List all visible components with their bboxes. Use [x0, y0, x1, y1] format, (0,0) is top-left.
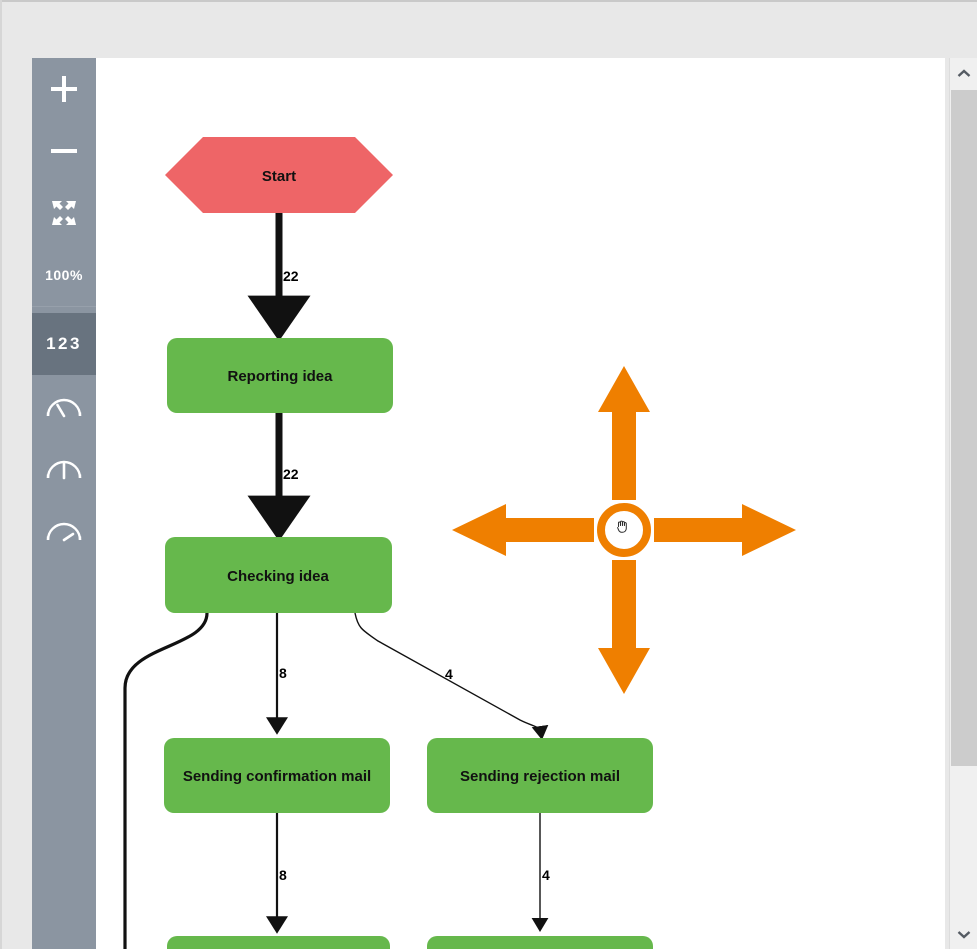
zoom-level-display[interactable]: 100%: [32, 244, 96, 306]
pan-move-indicator[interactable]: [452, 366, 796, 694]
diagram-canvas[interactable]: Start Reporting idea Checking idea Sendi…: [96, 58, 945, 949]
pan-arrow-down-icon[interactable]: [598, 560, 650, 694]
scrollbar-thumb[interactable]: [951, 90, 977, 766]
fit-to-screen-button[interactable]: [32, 182, 96, 244]
node-report-label: Reporting idea: [227, 368, 333, 385]
node-reject-next[interactable]: [427, 936, 653, 949]
chevron-down-icon: [957, 930, 970, 939]
pan-center-ring[interactable]: [597, 503, 651, 557]
toolbar-divider: [32, 306, 96, 307]
zoom-toolbar: 100% 123: [32, 58, 96, 949]
fullscreen-expand-icon: [52, 201, 76, 225]
edge-label-report-check: 22: [283, 466, 299, 482]
grab-hand-cursor: [617, 520, 627, 533]
node-report[interactable]: Reporting idea: [167, 338, 393, 413]
node-reject[interactable]: Sending rejection mail: [427, 738, 653, 813]
page-left-border: [0, 0, 2, 949]
node-reject-shape: [427, 738, 653, 813]
numbers-toggle-button[interactable]: 123: [32, 313, 96, 375]
node-reject-next-shape: [427, 936, 653, 949]
node-check-label: Checking idea: [227, 568, 329, 585]
node-report-shape: [167, 338, 393, 413]
gauge-high-icon: [46, 522, 82, 542]
pan-arrow-up-icon[interactable]: [598, 366, 650, 500]
node-confirm-next[interactable]: [167, 936, 390, 949]
chevron-up-icon: [957, 68, 970, 77]
gauge-low-button[interactable]: [32, 375, 96, 437]
flowchart-svg: Start Reporting idea Checking idea Sendi…: [123, 137, 796, 949]
edge-check-loopback: [123, 612, 209, 949]
pan-arrow-right-icon[interactable]: [654, 504, 796, 556]
numbers-123-icon: 123: [46, 334, 82, 353]
node-confirm-label: Sending confirmation mail: [183, 768, 371, 785]
node-check[interactable]: Checking idea: [165, 537, 392, 613]
zoom-in-button[interactable]: [32, 58, 96, 120]
gauge-mid-icon: [46, 460, 82, 480]
edge-label-check-confirm: 8: [279, 665, 287, 681]
scroll-down-button[interactable]: [950, 919, 977, 949]
node-reject-label: Sending rejection mail: [460, 768, 620, 785]
gauge-low-icon: [46, 398, 82, 418]
node-start-shape: [165, 137, 393, 213]
node-layer: Start Reporting idea Checking idea Sendi…: [164, 137, 653, 949]
zoom-level-label: 100%: [45, 267, 83, 283]
gauge-mid-button[interactable]: [32, 437, 96, 499]
edge-layer: [123, 210, 549, 949]
pan-arrow-left-icon[interactable]: [452, 504, 594, 556]
zoom-out-button[interactable]: [32, 120, 96, 182]
minus-icon: [51, 149, 77, 153]
edge-label-reject-next: 4: [542, 867, 550, 883]
page-top-border: [0, 0, 977, 2]
edge-check-reject: [354, 612, 549, 740]
edge-label-check-reject: 4: [445, 666, 453, 682]
node-confirm[interactable]: Sending confirmation mail: [164, 738, 390, 813]
edge-label-layer: 22 22 8 4 8 4: [279, 268, 550, 883]
gauge-high-button[interactable]: [32, 499, 96, 561]
node-start-label: Start: [262, 168, 296, 185]
edge-label-confirm-next: 8: [279, 867, 287, 883]
plus-icon: [51, 76, 77, 102]
node-confirm-shape: [164, 738, 390, 813]
edge-label-start-report: 22: [283, 268, 299, 284]
node-check-shape: [165, 537, 392, 613]
scroll-up-button[interactable]: [950, 58, 977, 88]
vertical-scrollbar[interactable]: [949, 58, 977, 949]
node-start[interactable]: Start: [165, 137, 393, 213]
node-confirm-next-shape: [167, 936, 390, 949]
